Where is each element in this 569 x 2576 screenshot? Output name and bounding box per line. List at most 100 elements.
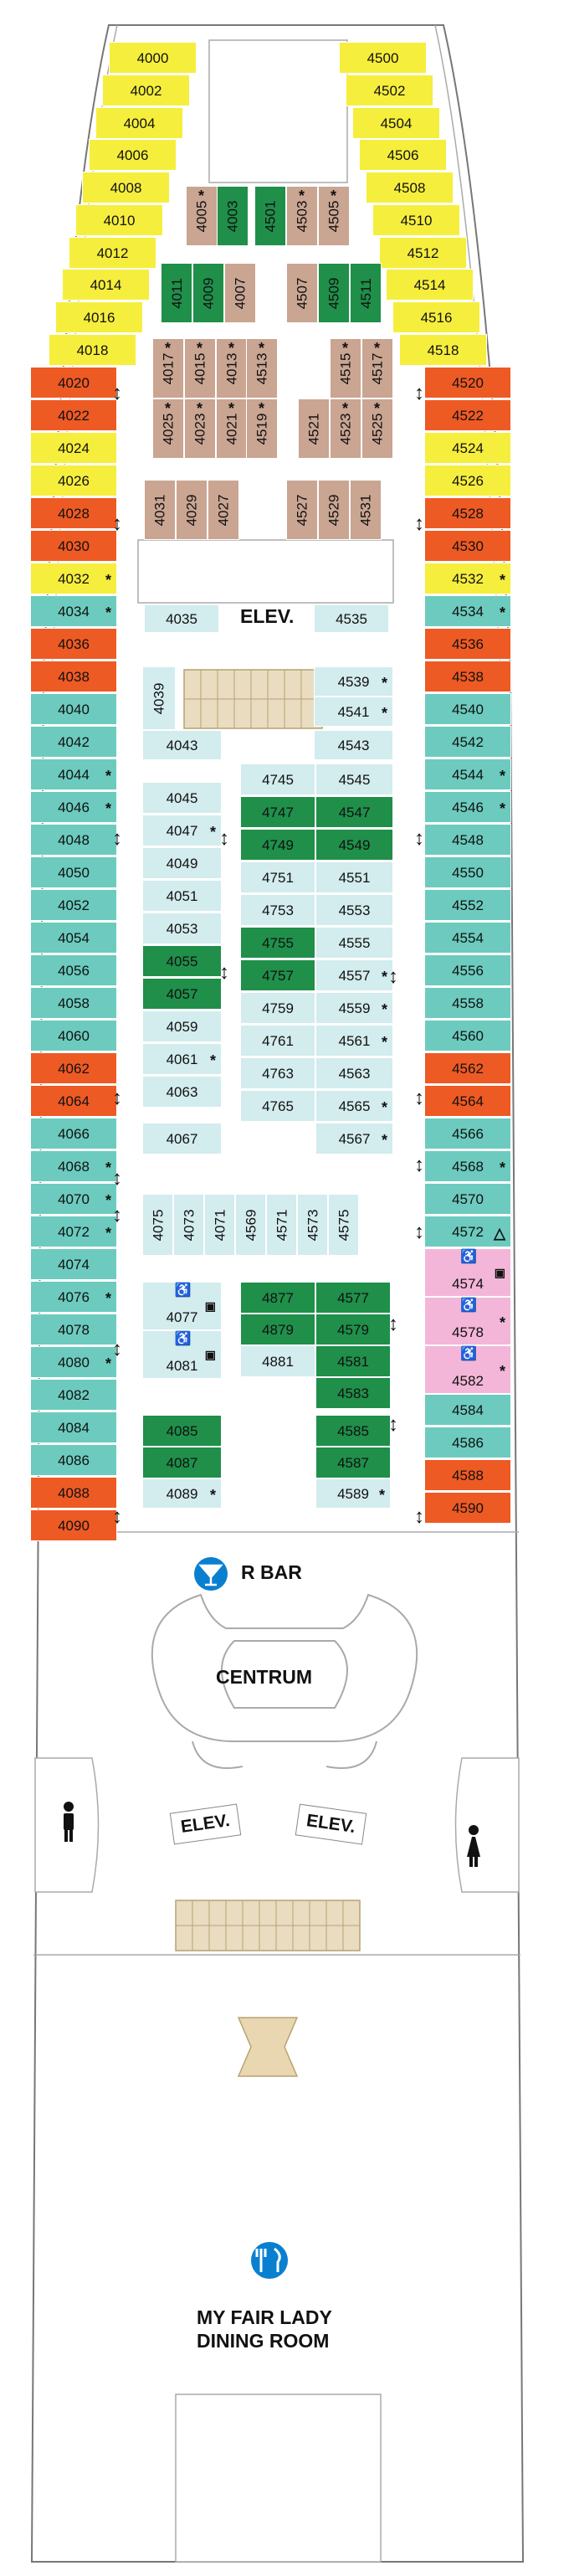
cabin-4045[interactable]: 4045 (142, 782, 222, 814)
cabin-4532[interactable]: 4532* (424, 563, 511, 594)
cabin-4560[interactable]: 4560 (424, 1020, 511, 1051)
cabin-4552[interactable]: 4552 (424, 889, 511, 921)
cabin-4015[interactable]: 4015* (184, 338, 216, 398)
cabin-4023[interactable]: 4023* (184, 398, 216, 459)
cabin-4047[interactable]: 4047* (142, 815, 222, 846)
cabin-4567[interactable]: 4567* (315, 1123, 393, 1154)
cabin-4548[interactable]: 4548 (424, 824, 511, 856)
cabin-4584[interactable]: 4584 (424, 1394, 511, 1426)
cabin-4017[interactable]: 4017* (152, 338, 184, 398)
cabin-4527[interactable]: 4527 (286, 480, 318, 540)
cabin-4072[interactable]: 4072* (30, 1216, 117, 1247)
cabin-4080[interactable]: 4080* (30, 1346, 117, 1378)
cabin-4058[interactable]: 4058 (30, 987, 117, 1019)
cabin-4570[interactable]: 4570 (424, 1183, 511, 1215)
cabin-4521[interactable]: 4521 (298, 398, 330, 459)
cabin-4559[interactable]: 4559* (315, 992, 393, 1024)
cabin-4577[interactable]: 4577 (315, 1282, 391, 1314)
cabin-4588[interactable]: 4588 (424, 1459, 511, 1491)
cabin-4510[interactable]: 4510 (372, 204, 460, 236)
cabin-4021[interactable]: 4021* (216, 398, 248, 459)
cabin-4563[interactable]: 4563 (315, 1057, 393, 1089)
cabin-4538[interactable]: 4538 (424, 661, 511, 692)
cabin-4759[interactable]: 4759 (240, 992, 315, 1024)
cabin-4010[interactable]: 4010 (75, 204, 163, 236)
cabin-4544[interactable]: 4544* (424, 758, 511, 790)
cabin-4040[interactable]: 4040 (30, 693, 117, 725)
cabin-4056[interactable]: 4056 (30, 954, 117, 986)
cabin-4589[interactable]: 4589* (315, 1478, 391, 1509)
cabin-4749[interactable]: 4749 (240, 829, 315, 861)
cabin-4011[interactable]: 4011 (161, 263, 192, 323)
cabin-4583[interactable]: 4583 (315, 1377, 391, 1409)
cabin-4582[interactable]: 4582♿* (424, 1345, 511, 1394)
cabin-4745[interactable]: 4745 (240, 764, 315, 795)
cabin-4512[interactable]: 4512 (379, 237, 467, 269)
cabin-4035[interactable]: 4035 (144, 604, 219, 633)
cabin-4757[interactable]: 4757 (240, 959, 315, 991)
cabin-4070[interactable]: 4070* (30, 1183, 117, 1215)
cabin-4531[interactable]: 4531 (350, 480, 382, 540)
cabin-4505[interactable]: 4505* (318, 186, 350, 246)
cabin-4556[interactable]: 4556 (424, 954, 511, 986)
cabin-4529[interactable]: 4529 (318, 480, 350, 540)
cabin-4590[interactable]: 4590 (424, 1492, 511, 1524)
cabin-4039[interactable]: 4039 (142, 666, 176, 730)
cabin-4543[interactable]: 4543 (314, 730, 393, 760)
cabin-4064[interactable]: 4064 (30, 1085, 117, 1117)
cabin-4571[interactable]: 4571 (266, 1194, 297, 1256)
cabin-4503[interactable]: 4503* (286, 186, 318, 246)
cabin-4763[interactable]: 4763 (240, 1057, 315, 1089)
cabin-4087[interactable]: 4087 (142, 1447, 222, 1478)
cabin-4573[interactable]: 4573 (297, 1194, 328, 1256)
cabin-4574[interactable]: 4574♿▣ (424, 1248, 511, 1297)
cabin-4052[interactable]: 4052 (30, 889, 117, 921)
cabin-4025[interactable]: 4025* (152, 398, 184, 459)
cabin-4071[interactable]: 4071 (204, 1194, 235, 1256)
cabin-4046[interactable]: 4046* (30, 791, 117, 823)
cabin-4568[interactable]: 4568* (424, 1150, 511, 1182)
cabin-4063[interactable]: 4063 (142, 1076, 222, 1108)
cabin-4067[interactable]: 4067 (142, 1123, 222, 1154)
cabin-4086[interactable]: 4086 (30, 1444, 117, 1476)
cabin-4500[interactable]: 4500 (339, 42, 427, 74)
cabin-4572[interactable]: 4572△ (424, 1216, 511, 1247)
cabin-4028[interactable]: 4028 (30, 497, 117, 529)
cabin-4078[interactable]: 4078 (30, 1314, 117, 1345)
cabin-4553[interactable]: 4553 (315, 894, 393, 926)
cabin-4090[interactable]: 4090 (30, 1509, 117, 1541)
cabin-4026[interactable]: 4026 (30, 465, 117, 496)
cabin-4038[interactable]: 4038 (30, 661, 117, 692)
cabin-4504[interactable]: 4504 (352, 107, 440, 139)
cabin-4765[interactable]: 4765 (240, 1090, 315, 1122)
cabin-4551[interactable]: 4551 (315, 861, 393, 893)
cabin-4569[interactable]: 4569 (235, 1194, 266, 1256)
cabin-4511[interactable]: 4511 (350, 263, 382, 323)
cabin-4077[interactable]: 4077♿▣ (142, 1282, 222, 1330)
cabin-4074[interactable]: 4074 (30, 1248, 117, 1280)
cabin-4520[interactable]: 4520 (424, 367, 511, 398)
cabin-4519[interactable]: 4519* (246, 398, 278, 459)
cabin-4518[interactable]: 4518 (399, 334, 487, 366)
cabin-4515[interactable]: 4515* (330, 338, 361, 398)
cabin-4526[interactable]: 4526 (424, 465, 511, 496)
cabin-4562[interactable]: 4562 (424, 1052, 511, 1084)
cabin-4881[interactable]: 4881 (240, 1345, 315, 1377)
cabin-4564[interactable]: 4564 (424, 1085, 511, 1117)
cabin-4029[interactable]: 4029 (176, 480, 208, 540)
cabin-4753[interactable]: 4753 (240, 894, 315, 926)
cabin-4555[interactable]: 4555 (315, 927, 393, 959)
cabin-4877[interactable]: 4877 (240, 1282, 315, 1314)
cabin-4578[interactable]: 4578♿* (424, 1297, 511, 1345)
cabin-4007[interactable]: 4007 (224, 263, 256, 323)
cabin-4030[interactable]: 4030 (30, 530, 117, 562)
cabin-4561[interactable]: 4561* (315, 1025, 393, 1057)
cabin-4068[interactable]: 4068* (30, 1150, 117, 1182)
cabin-4534[interactable]: 4534* (424, 595, 511, 627)
cabin-4022[interactable]: 4022 (30, 399, 117, 431)
cabin-4517[interactable]: 4517* (361, 338, 393, 398)
cabin-4004[interactable]: 4004 (95, 107, 183, 139)
cabin-4088[interactable]: 4088 (30, 1477, 117, 1509)
cabin-4547[interactable]: 4547 (315, 796, 393, 828)
cabin-4566[interactable]: 4566 (424, 1118, 511, 1149)
